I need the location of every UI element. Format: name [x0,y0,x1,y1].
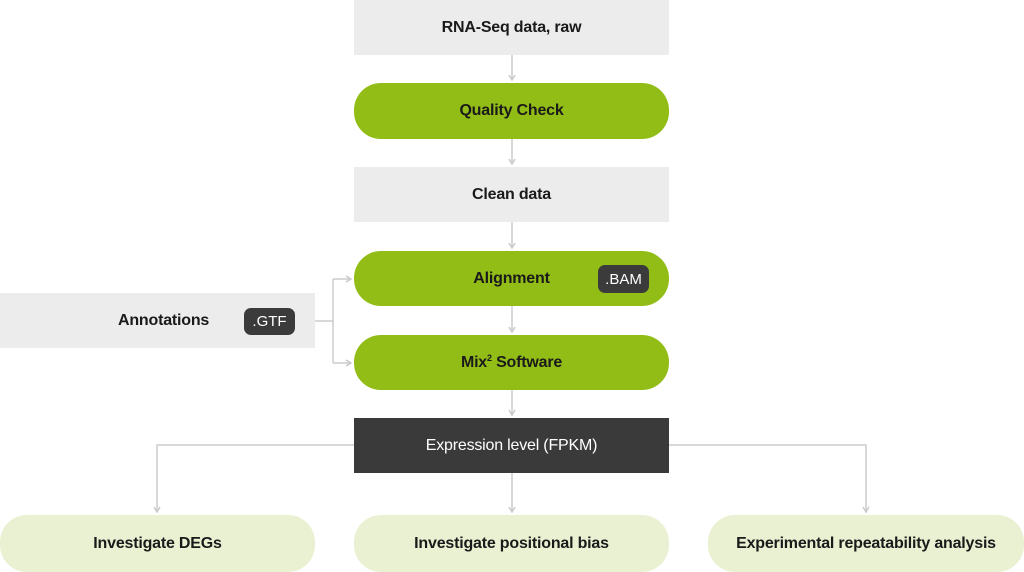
expression-level-label: Expression level (FPKM) [425,436,598,454]
output-positional-bias: Investigate positional bias [354,515,669,572]
output-repeatability-label: Experimental repeatability analysis [736,534,996,552]
raw-data-label: RNA-Seq data, raw [441,18,582,36]
expression-level-box: Expression level (FPKM) [354,418,669,473]
alignment-label: Alignment [473,269,550,287]
software-label: Mix2 Software [460,352,563,371]
arrow-expression-to-repeatability [669,444,870,514]
clean-data-label: Clean data [472,185,551,203]
raw-data-box: RNA-Seq data, raw [354,0,669,55]
bam-badge-label: .BAM [605,270,642,288]
gtf-badge: .GTF [244,308,295,335]
quality-check-label: Quality Check [459,102,564,119]
output-positional-bias-label: Investigate positional bias [414,534,609,552]
arrow-expression-to-degs [153,444,354,514]
annotations-label: Annotations [118,311,210,329]
output-degs: Investigate DEGs [0,515,315,572]
quality-check-step: Quality Check [354,83,669,139]
output-degs-label: Investigate DEGs [93,534,222,552]
gtf-badge-label: .GTF [252,313,287,330]
software-step: Mix2 Software [354,335,669,390]
output-repeatability: Experimental repeatability analysis [708,515,1024,572]
bam-badge: .BAM [598,265,649,293]
clean-data-box: Clean data [354,167,669,222]
